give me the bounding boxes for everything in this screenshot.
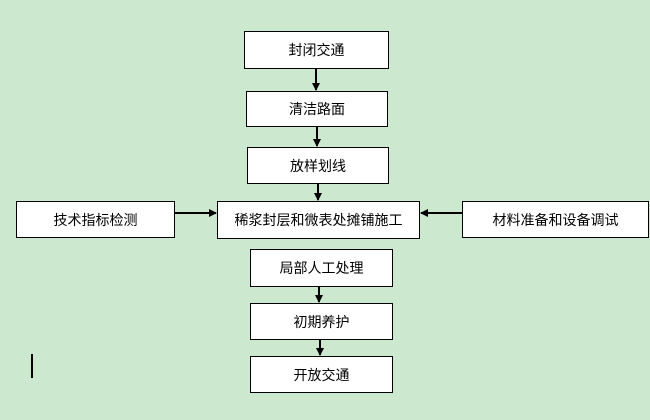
step-clean-road: 清洁路面 (246, 91, 388, 127)
side-input-material-equipment: 材料准备和设备调试 (462, 201, 649, 238)
step-local-manual-treatment: 局部人工处理 (250, 249, 393, 287)
side-input-technical-testing: 技术指标检测 (16, 201, 175, 238)
step-close-traffic: 封闭交通 (244, 31, 389, 69)
step-open-traffic: 开放交通 (250, 356, 393, 393)
step-main-construction: 稀浆封层和微表处摊铺施工 (217, 201, 420, 239)
step-layout-marking: 放样划线 (247, 147, 389, 184)
step-initial-curing: 初期养护 (250, 303, 393, 340)
text-cursor (31, 354, 33, 378)
